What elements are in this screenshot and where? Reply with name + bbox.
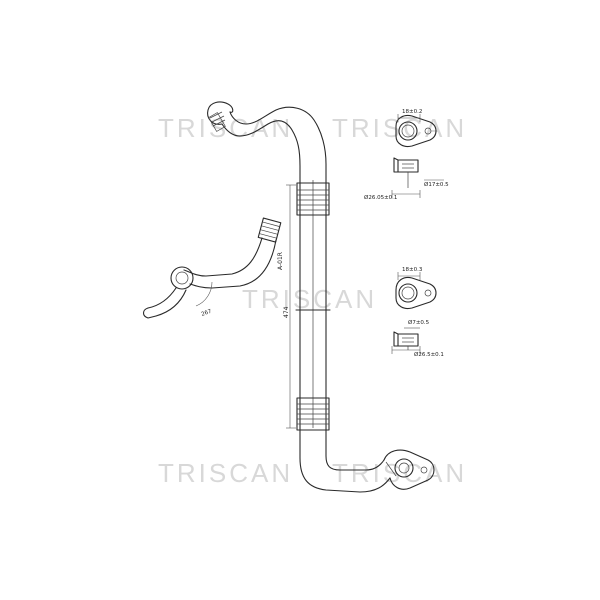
flange-top-outer-label: Ø26.05±0.1 xyxy=(364,194,397,201)
flange-bottom-bore-label: Ø7±0.5 xyxy=(408,319,430,326)
bottom-flange-detail: 18±0.3 Ø7±0.5 Ø26.5±0.1 xyxy=(391,267,444,358)
length-dimension: 474 A-01R xyxy=(277,184,296,429)
flange-top-bore-label: Ø17±0.5 xyxy=(424,181,449,188)
length-label: 474 xyxy=(283,306,290,318)
watermark-bottom-left: TRISCAN xyxy=(158,458,293,488)
top-flange-detail: 18±0.2 Ø26.05±0.1 Ø17±0.5 xyxy=(364,109,449,201)
watermark-bottom-right: TRISCAN xyxy=(332,458,467,488)
angle-label: 267 xyxy=(201,308,213,317)
side-fitting-detail: 267 xyxy=(142,217,282,319)
watermark-top-left: TRISCAN xyxy=(158,113,293,143)
main-tube xyxy=(207,101,435,493)
watermarks: TRISCAN TRISCAN TRISCAN TRISCAN TRISCAN xyxy=(158,113,467,488)
length-vertical-label: A-01R xyxy=(277,252,284,270)
flange-bottom-outer-label: Ø26.5±0.1 xyxy=(414,351,444,358)
flange-bottom-width-label: 18±0.3 xyxy=(402,267,423,273)
flange-top-width-label: 18±0.2 xyxy=(402,109,422,115)
watermark-center: TRISCAN xyxy=(242,284,377,314)
